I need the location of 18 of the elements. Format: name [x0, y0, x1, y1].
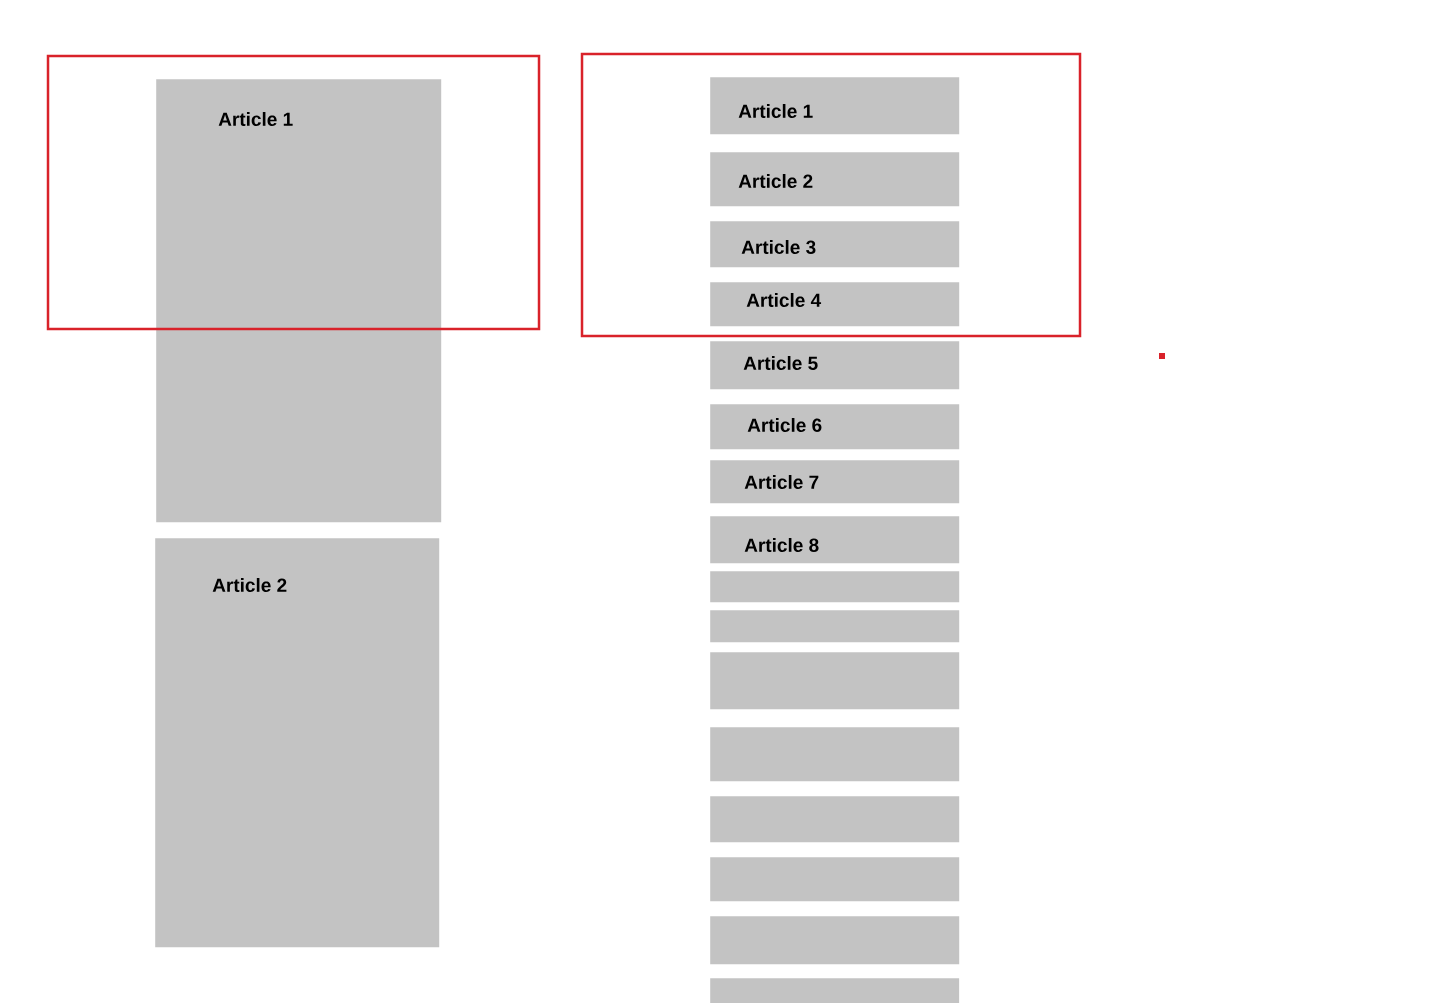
placeholder-box	[710, 857, 960, 902]
article-box: Article 3	[710, 221, 960, 268]
placeholder-box	[710, 727, 960, 782]
placeholder-box	[710, 652, 960, 710]
article-box: Article 5	[710, 341, 960, 390]
article-box: Article 1	[156, 79, 442, 523]
placeholder-box	[710, 571, 960, 603]
article-box: Article 7	[710, 460, 960, 504]
article-box: Article 4	[710, 282, 960, 327]
article-box: Article 2	[155, 538, 440, 948]
article-box: Article 6	[710, 404, 960, 450]
article-box: Article 2	[710, 152, 960, 207]
placeholder-box	[710, 610, 960, 643]
placeholder-box	[710, 916, 960, 965]
article-box: Article 1	[710, 77, 960, 135]
article-box: Article 8	[710, 516, 960, 564]
placeholder-box	[710, 978, 960, 1003]
placeholder-box	[710, 796, 960, 843]
